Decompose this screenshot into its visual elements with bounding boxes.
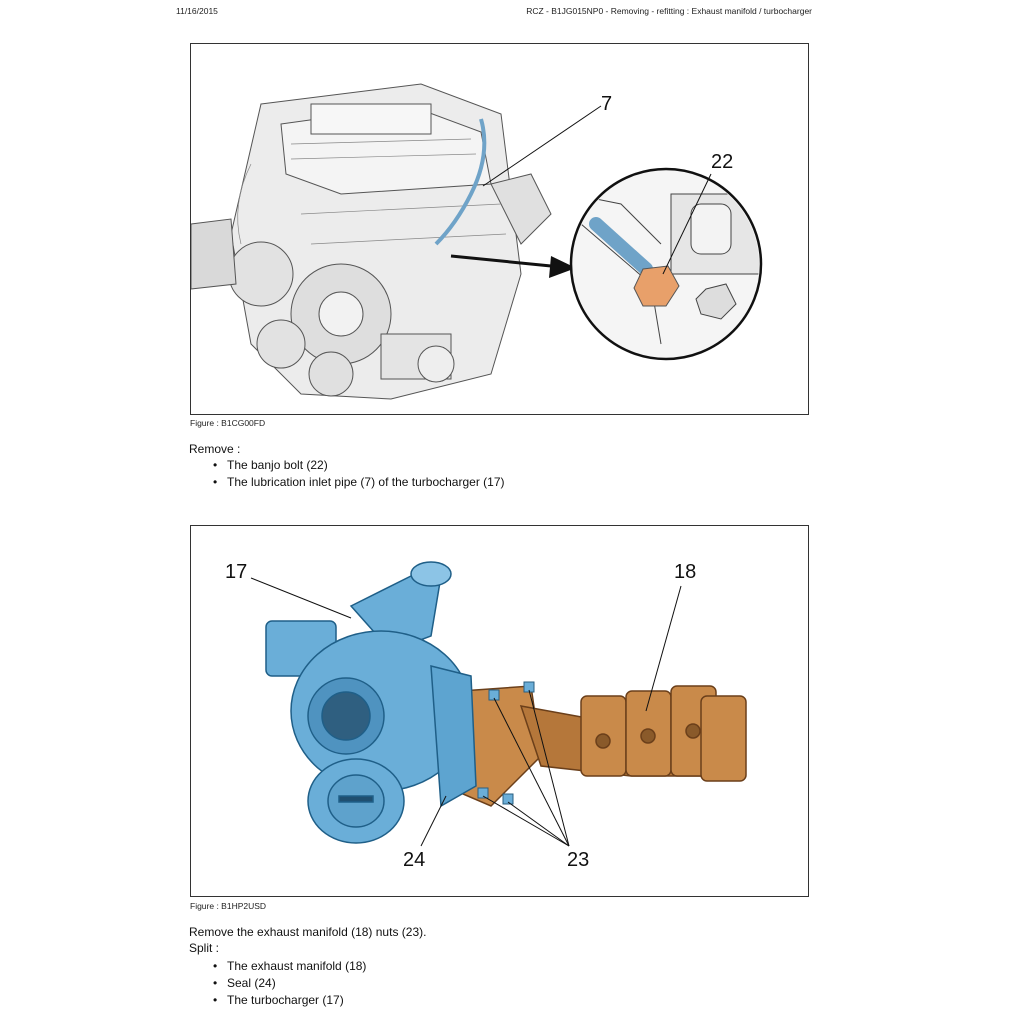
turbo-manifold-drawing: 17 18 24 23 [225, 561, 747, 871]
step2-list: The exhaust manifold (18) Seal (24) The … [213, 958, 366, 1009]
callout-17: 17 [225, 561, 247, 583]
list-item: The turbocharger (17) [213, 992, 366, 1009]
callout-22: 22 [711, 151, 733, 173]
step1-heading: Remove : [189, 442, 241, 456]
list-item: The lubrication inlet pipe (7) of the tu… [213, 474, 504, 491]
list-item: Seal (24) [213, 975, 366, 992]
figure1-caption: Figure : B1CG00FD [190, 418, 266, 428]
detail-magnifier [569, 167, 763, 361]
callout-7: 7 [601, 93, 612, 115]
turbocharger [265, 561, 477, 844]
figure-engine-illustration: 7 22 [190, 43, 809, 415]
step2-heading: Split : [189, 941, 220, 955]
lubrication-pipe [434, 118, 487, 246]
exhaust-manifold [455, 685, 747, 807]
callout-24: 24 [403, 849, 425, 871]
step2-line1: Remove the exhaust manifold (18) nuts (2… [189, 925, 427, 939]
figure2-caption: Figure : B1HP2USD [190, 901, 267, 911]
figure-turbo-manifold-illustration: 17 18 24 23 [190, 525, 809, 897]
callout-18: 18 [674, 561, 696, 583]
callout-23: 23 [567, 849, 589, 871]
header-date: 11/16/2015 [176, 6, 218, 16]
engine-drawing: 7 22 [191, 83, 763, 400]
list-item: The banjo bolt (22) [213, 457, 504, 474]
step1-list: The banjo bolt (22) The lubrication inle… [213, 457, 504, 491]
header-title: RCZ - B1JG015NP0 - Removing - refitting … [526, 6, 812, 16]
list-item: The exhaust manifold (18) [213, 958, 366, 975]
